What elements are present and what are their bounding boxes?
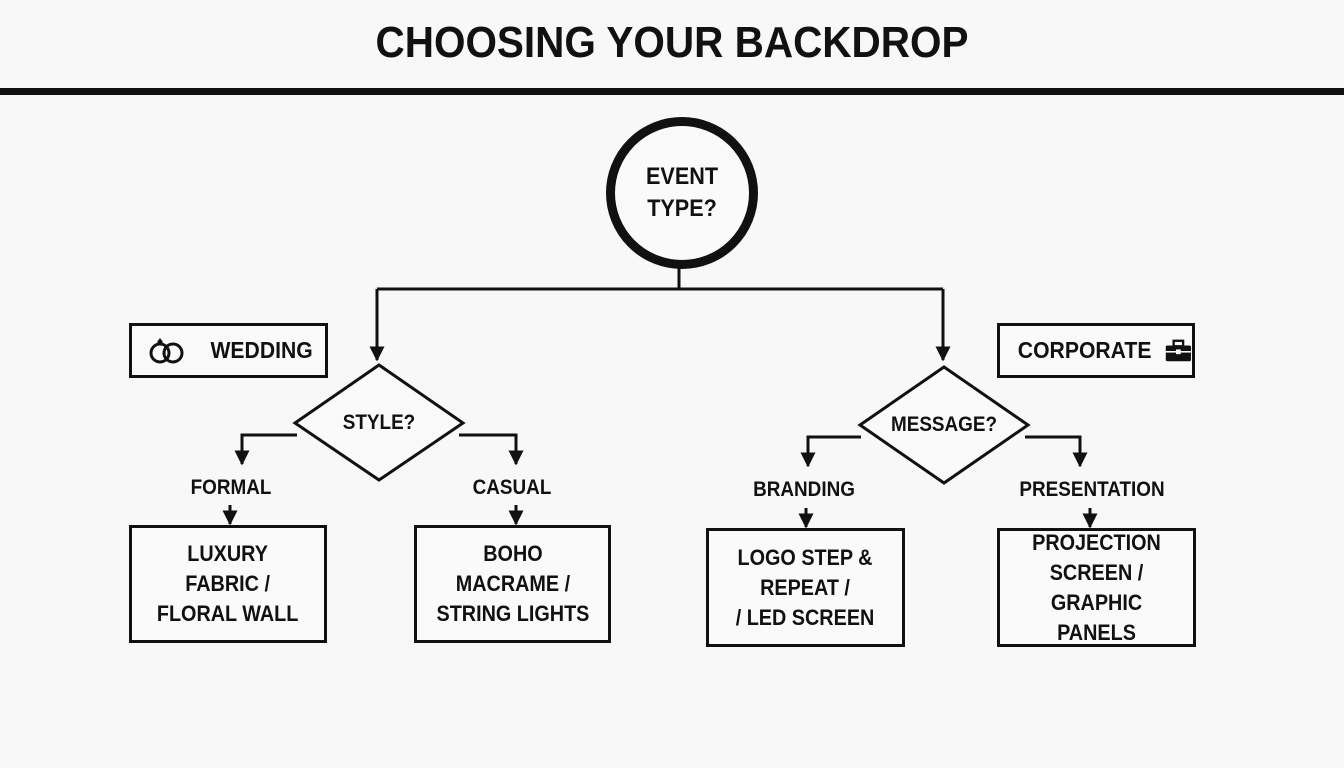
wedding-label: WEDDING	[210, 337, 313, 363]
event-type-label: EVENT TYPE?	[645, 163, 718, 222]
result-casual-text: BOHO MACRAME / STRING LIGHTS	[436, 541, 589, 626]
arrow-to-casual	[459, 433, 524, 466]
message-question: MESSAGE?	[890, 413, 998, 436]
branch-branding: BRANDING	[753, 478, 855, 501]
result-formal: LUXURY FABRIC / FLORAL WALL	[129, 525, 327, 643]
corporate-category: CORPORATE	[997, 323, 1195, 378]
result-presentation-text: PROJECTION SCREEN / GRAPHIC PANELS	[1032, 529, 1161, 645]
branch-casual: CASUAL	[472, 476, 552, 499]
arrow-to-branding	[800, 435, 861, 468]
title-divider	[0, 88, 1344, 95]
wedding-rings-icon	[149, 337, 184, 363]
style-diamond	[292, 363, 466, 482]
branch-presentation: PRESENTATION	[1019, 478, 1165, 501]
briefcase-icon	[1166, 339, 1192, 361]
event-type-node: EVENT TYPE?	[606, 117, 758, 269]
result-branding: LOGO STEP & REPEAT / / LED SCREEN	[706, 528, 905, 647]
message-diamond	[857, 365, 1031, 485]
arrow-to-formal	[234, 433, 297, 466]
wedding-category: WEDDING	[129, 323, 328, 378]
arrow-to-presentation	[1025, 435, 1088, 468]
result-branding-text: LOGO STEP & REPEAT / / LED SCREEN	[736, 544, 875, 630]
result-casual: BOHO MACRAME / STRING LIGHTS	[414, 525, 611, 643]
style-question: STYLE?	[342, 411, 416, 434]
page-title: CHOOSING YOUR BACKDROP	[375, 18, 969, 67]
result-formal-text: LUXURY FABRIC / FLORAL WALL	[157, 541, 299, 626]
branch-formal: FORMAL	[190, 476, 272, 499]
result-presentation: PROJECTION SCREEN / GRAPHIC PANELS	[997, 528, 1196, 647]
corporate-label: CORPORATE	[1017, 337, 1152, 363]
